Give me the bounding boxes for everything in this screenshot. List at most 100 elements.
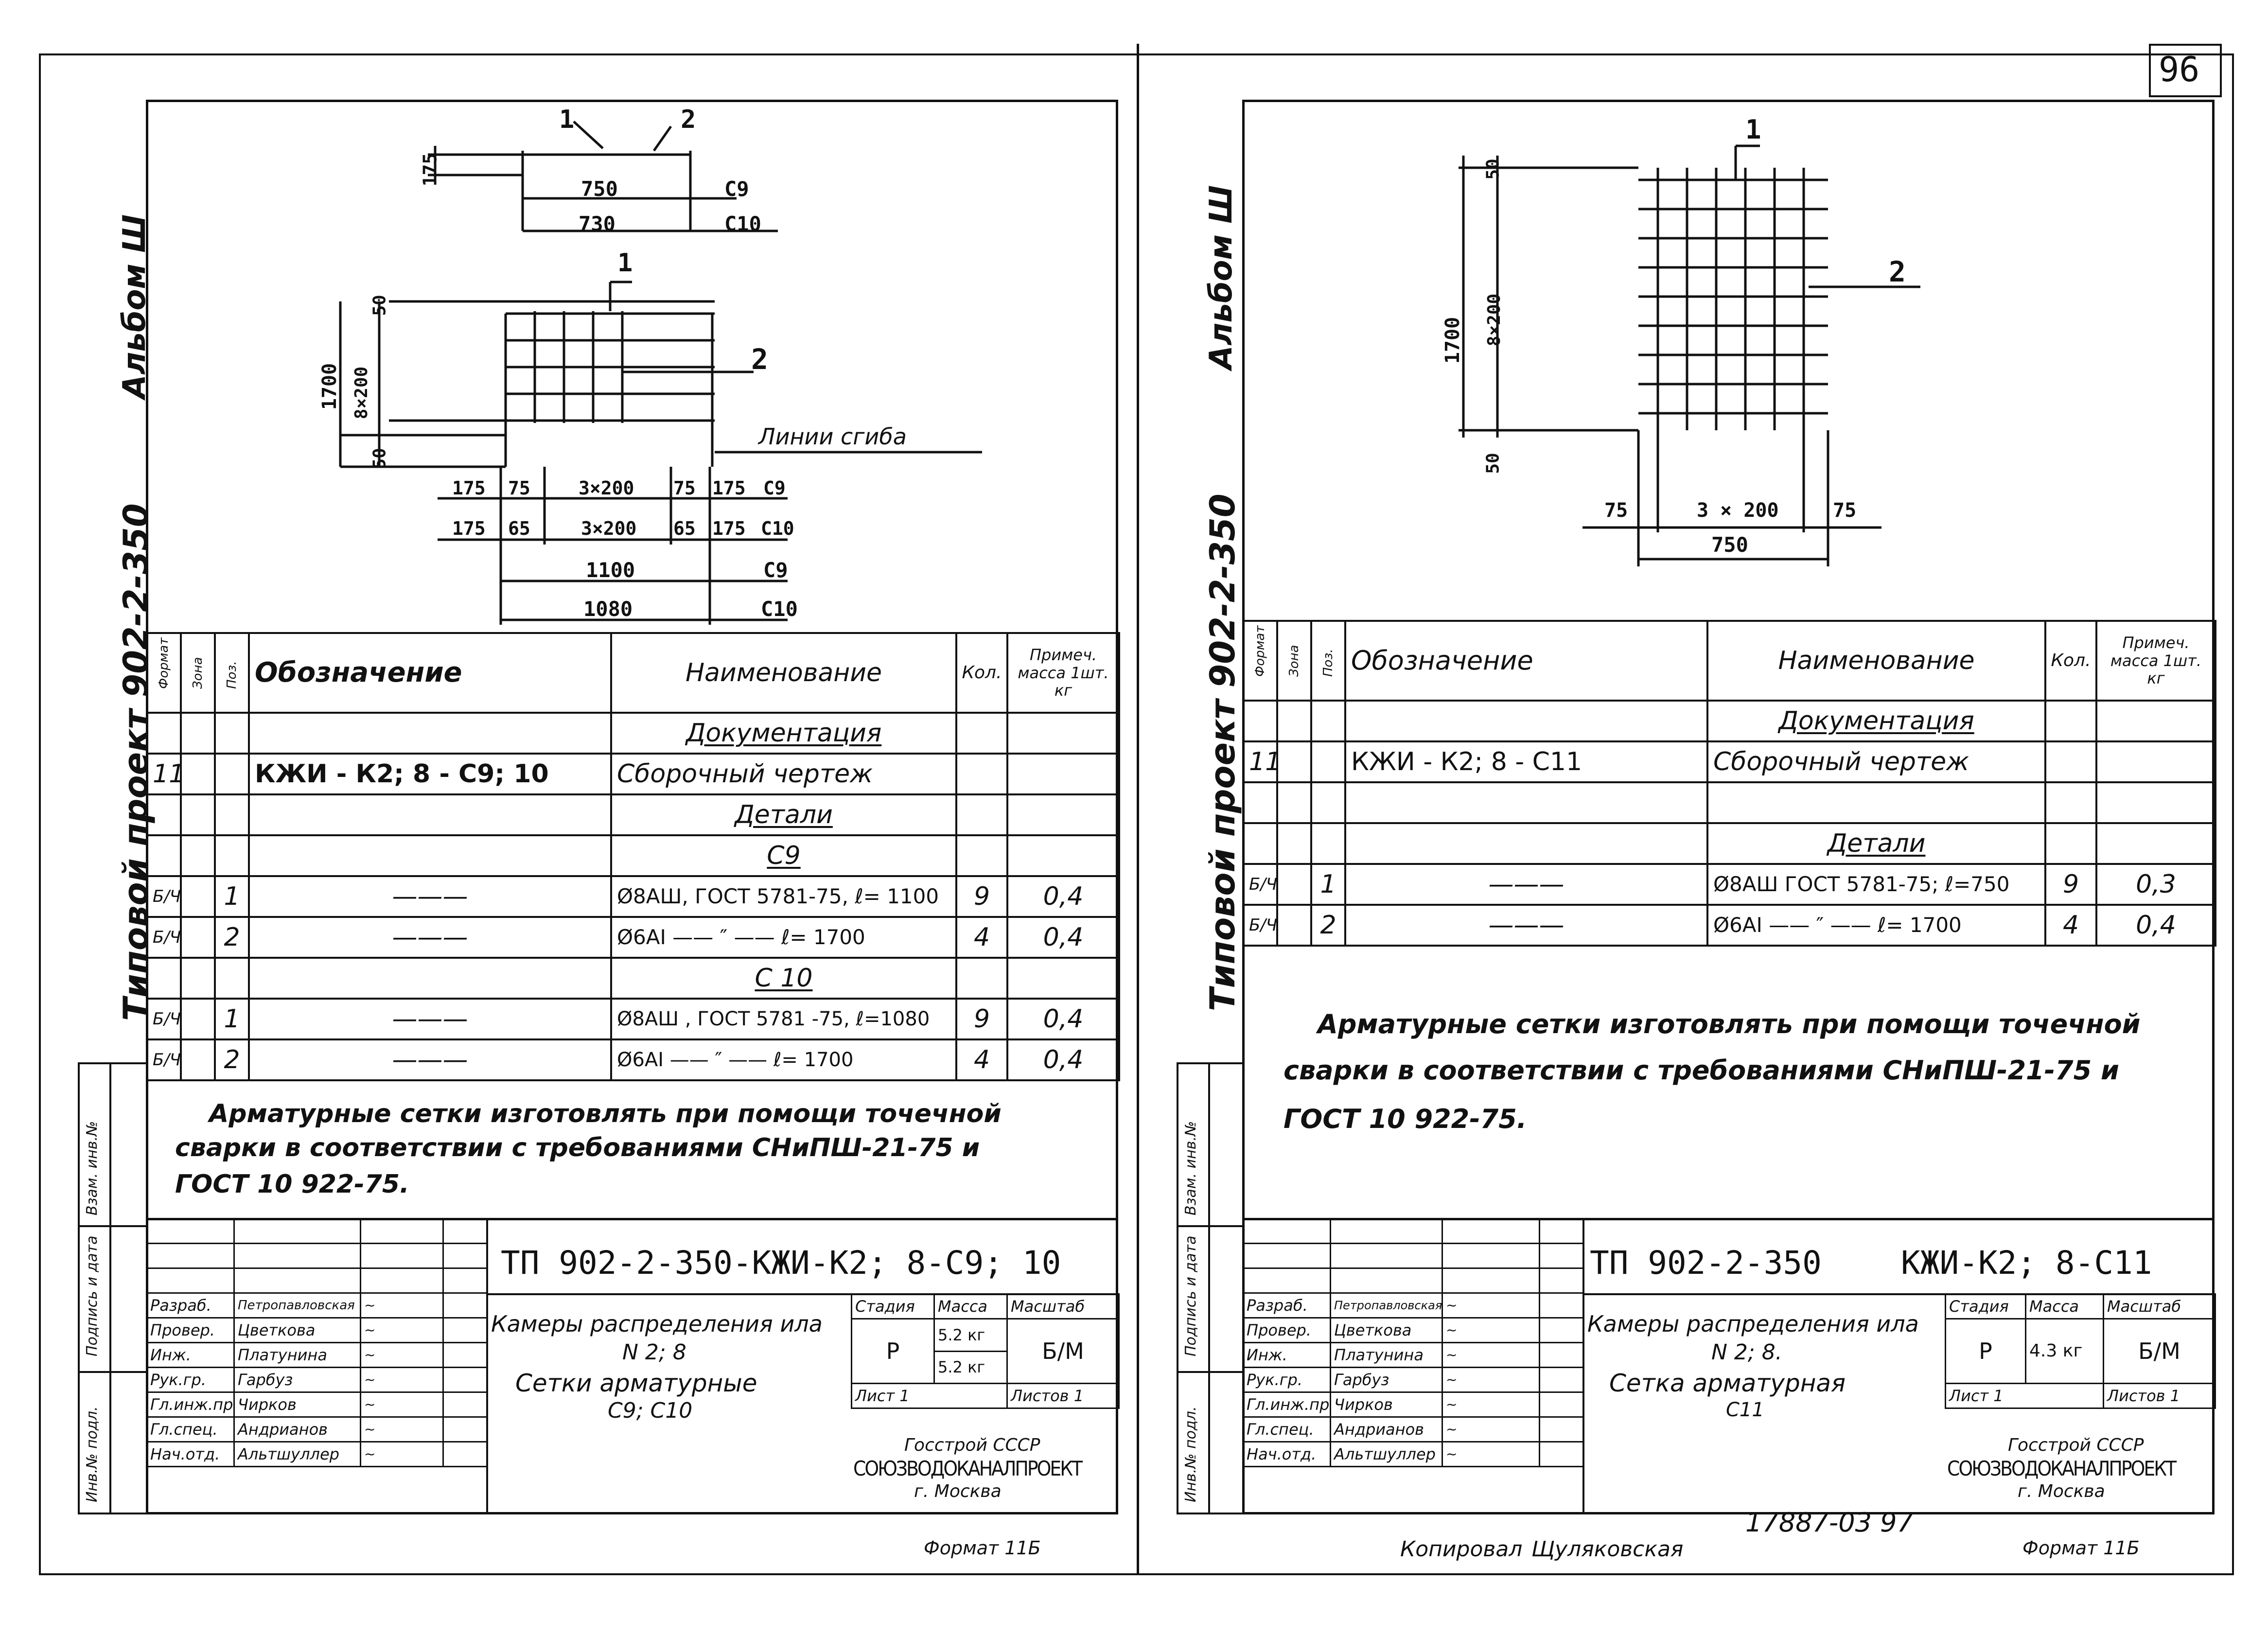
left-dim-c9-b: С9 xyxy=(763,558,788,582)
right-stamp-label-inv: Инв.№ подл. xyxy=(1182,1406,1199,1502)
subsection-c9: С9 xyxy=(767,841,801,870)
sheet-label: Лист 1 xyxy=(851,1383,1008,1409)
left-dim-1700: 1700 xyxy=(318,363,341,410)
doc-format: 11 xyxy=(146,753,182,795)
left-dim-row1-175a: 175 xyxy=(452,477,486,499)
col-format-header: Формат xyxy=(1242,620,1278,702)
left-stamp-label-sign: Подпись и дата xyxy=(84,1235,101,1357)
right-dim-8x200: 8×200 xyxy=(1484,293,1505,347)
mass-value-2: 5.2 кг xyxy=(933,1350,1008,1384)
right-signatures-table: Разраб.Петропавловская~ Провер.Цветкова~… xyxy=(1242,1218,1584,1467)
table-row: Б/Ч 2 ——— Ø6АI —— ″ —— ℓ= 1700 4 0,4 xyxy=(146,1038,1120,1081)
right-album-label: Альбом Ш xyxy=(1203,185,1239,369)
sheet-outer-frame xyxy=(39,53,2234,1575)
right-note-line-2: сварки в соответствии с требованиями СНи… xyxy=(1283,1055,2119,1086)
right-title-line-4: С11 xyxy=(1726,1399,1764,1421)
left-dim-row1-c9: С9 xyxy=(763,477,786,499)
left-dim-row1-3x200: 3×200 xyxy=(579,477,634,499)
signature-row: Нач.отд.Альтшуллер~ xyxy=(1242,1441,1584,1467)
mass-value-1: 5.2 кг xyxy=(933,1318,1008,1352)
left-title-line-3: Сетки арматурные xyxy=(515,1369,757,1397)
scale-value: Б/М xyxy=(2103,1318,2216,1384)
archive-number: 17887-03 97 xyxy=(1745,1507,1914,1538)
left-section-parts-row: Детали xyxy=(146,793,1120,836)
left-titleblock-vert xyxy=(486,1218,488,1514)
right-title-line-2: N 2; 8. xyxy=(1711,1340,1782,1365)
right-dim-1700: 1700 xyxy=(1442,317,1464,364)
left-doc-row: 11 КЖИ - К2; 8 - С9; 10 Сборочный чертеж xyxy=(146,753,1120,795)
scale-label: Масштаб xyxy=(2103,1293,2216,1319)
right-dim-3x200: 3 × 200 xyxy=(1697,499,1779,522)
signature-row: Рук.гр.Гарбуз~ xyxy=(146,1367,488,1393)
right-dim-75a: 75 xyxy=(1604,499,1628,522)
scale-label: Масштаб xyxy=(1006,1293,1120,1319)
left-dim-750: 750 xyxy=(581,177,618,201)
signature-row: Разраб.Петропавловская~ xyxy=(1242,1292,1584,1319)
left-dim-c10-a: С10 xyxy=(724,212,761,236)
copied-label: Копировал xyxy=(1400,1537,1523,1562)
right-format-label: Формат 11Б xyxy=(2022,1537,2140,1559)
left-dim-row2-65b: 65 xyxy=(673,518,696,539)
col-pos-header: Поз. xyxy=(214,632,250,714)
left-dim-row2-175a: 175 xyxy=(452,518,486,539)
left-title-line-2: N 2; 8 xyxy=(622,1340,686,1365)
left-dim-730: 730 xyxy=(579,212,615,236)
right-org-1: Госстрой СССР xyxy=(2008,1435,2144,1455)
left-dim-c9-a: С9 xyxy=(724,177,749,201)
page-number-box xyxy=(2149,44,2222,97)
right-code-underline xyxy=(1582,1293,2215,1295)
table-row: Б/Ч 2 ——— Ø6АI —— ″ —— ℓ= 1700 4 0,4 xyxy=(1242,904,2216,947)
left-note-line-3: ГОСТ 10 922-75. xyxy=(175,1170,409,1199)
right-leader-1: 1 xyxy=(1745,114,1761,145)
col-qty-header: Кол. xyxy=(2044,620,2097,702)
left-spec-table: Формат Зона Поз. Обозначение Наименовани… xyxy=(146,632,1120,1081)
col-designation-header: Обозначение xyxy=(248,632,612,714)
sheets-label: Листов 1 xyxy=(2103,1383,2216,1409)
doc-name: Сборочный чертеж xyxy=(610,753,957,795)
left-titleblock-top xyxy=(146,1218,1118,1220)
left-note-line-2: сварки в соответствии с требованиями СНи… xyxy=(175,1133,980,1162)
left-dim-175-top: 175 xyxy=(419,153,441,187)
right-stamp-sep-2 xyxy=(1177,1371,1245,1373)
doc-format: 11 xyxy=(1242,740,1278,783)
right-spec-header-row: Формат Зона Поз. Обозначение Наименовани… xyxy=(1242,620,2216,702)
col-name-header: Наименование xyxy=(1706,620,2046,702)
left-title-line-4: С9; С10 xyxy=(608,1398,693,1423)
table-row: Б/Ч 1 ——— Ø8АШ, ГОСТ 5781-75, ℓ= 1100 9 … xyxy=(146,875,1120,918)
col-designation-header: Обозначение xyxy=(1344,620,1708,702)
left-code-underline xyxy=(486,1293,1118,1295)
table-row: Б/Ч 2 ——— Ø6АI —— ″ —— ℓ= 1700 4 0,4 xyxy=(146,916,1120,959)
left-format-label: Формат 11Б xyxy=(924,1537,1041,1559)
signature-row: Гл.инж.пр.Чирков~ xyxy=(1242,1391,1584,1418)
signature-row: Гл.инж.пр.Чирков~ xyxy=(146,1391,488,1418)
left-dim-8x200: 8×200 xyxy=(352,366,372,420)
left-dim-row2-175b: 175 xyxy=(712,518,746,539)
left-stamp-sep-2 xyxy=(78,1371,148,1373)
left-stamp-sep-1 xyxy=(78,1225,148,1227)
left-album-label: Альбом Ш xyxy=(117,214,153,399)
right-org-3: г. Москва xyxy=(2018,1481,2105,1501)
left-org-2: СОЮЗВОДОКАНАЛПРОЕКТ xyxy=(853,1457,1083,1480)
sheet-label: Лист 1 xyxy=(1945,1383,2104,1409)
right-project-label: Типовой проект 902-2-350 xyxy=(1203,493,1243,1011)
left-stamp-divider xyxy=(109,1062,111,1514)
stage-value: Р xyxy=(1945,1318,2026,1384)
right-dim-75b: 75 xyxy=(1833,499,1857,522)
col-zone-header: Зона xyxy=(180,632,216,714)
sheet-center-divider xyxy=(1137,44,1139,1575)
right-section-docs-row: Документация xyxy=(1242,700,2216,742)
table-row: Б/Ч 1 ——— Ø8АШ , ГОСТ 5781 -75, ℓ=1080 9… xyxy=(146,998,1120,1040)
left-dim-row2-c10: С10 xyxy=(761,518,794,539)
left-sub-c9-row: С9 xyxy=(146,834,1120,877)
mass-label: Масса xyxy=(2025,1293,2104,1319)
doc-designation: КЖИ - К2; 8 - С9; 10 xyxy=(248,753,612,795)
right-dim-750: 750 xyxy=(1711,533,1748,557)
signature-row: Гл.спец.Андрианов~ xyxy=(1242,1416,1584,1442)
left-signatures-table: Разраб.Петропавловская~ Провер.Цветкова~… xyxy=(146,1218,488,1467)
right-leader-2: 2 xyxy=(1889,255,1906,288)
left-dim-c10-b: С10 xyxy=(761,597,798,621)
section-parts: Детали xyxy=(735,800,833,829)
signature-row: Разраб.Петропавловская~ xyxy=(146,1292,488,1319)
signature-row: Рук.гр.Гарбуз~ xyxy=(1242,1367,1584,1393)
